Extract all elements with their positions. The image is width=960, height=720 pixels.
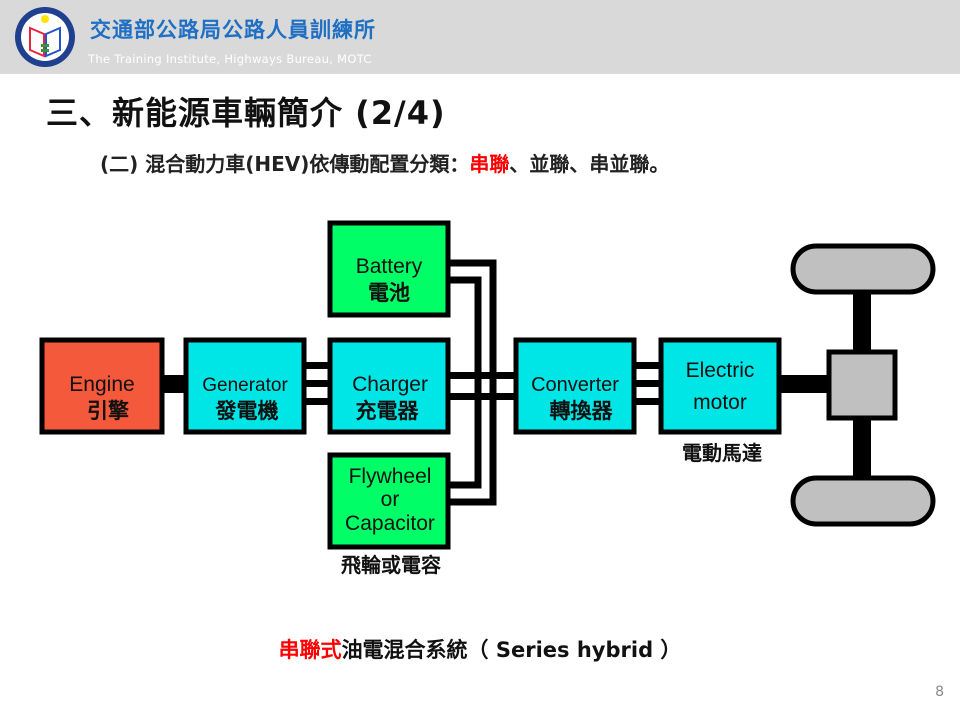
converter-motor-wires <box>633 362 661 405</box>
generator-label-cn: 發電機 <box>215 399 279 423</box>
connectors <box>162 259 871 506</box>
battery-wires <box>448 259 497 506</box>
page-number: 8 <box>935 684 944 700</box>
converter-label-en: Converter <box>531 374 619 396</box>
motor-label-en1: Electric <box>686 359 755 382</box>
charger-label-en: Charger <box>352 373 428 396</box>
motor-axle-shaft <box>780 375 832 393</box>
generator-label-en: Generator <box>202 375 288 396</box>
slide-subtitle: (二) 混合動力車(HEV)依傳動配置分類：串聯、並聯、串並聯。 <box>100 148 669 177</box>
differential-box <box>826 349 898 421</box>
caption-text: 油電混合系統（ Series hybrid ） <box>341 638 682 662</box>
front-wheel <box>790 243 936 295</box>
subtitle-prefix: (二) 混合動力車(HEV)依傳動配置分類： <box>100 152 470 176</box>
generator-node: Generator 發電機 <box>183 337 307 435</box>
institute-emblem-icon <box>15 7 75 67</box>
motor-caption-cn: 電動馬達 <box>682 441 762 465</box>
subtitle-suffix: 、並聯、串並聯。 <box>509 152 670 176</box>
engine-generator-shaft <box>162 375 188 393</box>
wheel-assembly <box>790 243 936 527</box>
subtitle-highlight: 串聯 <box>469 152 510 176</box>
rear-wheel <box>790 475 936 527</box>
engine-node: Engine 引擎 <box>39 337 165 435</box>
charger-label-cn: 充電器 <box>356 399 420 423</box>
battery-label-en: Battery <box>356 255 423 278</box>
converter-label-cn: 轉換器 <box>550 399 614 423</box>
org-subtitle: The Training Institute, Highways Bureau,… <box>88 52 372 66</box>
flywheel-caption-cn: 飛輪或電容 <box>341 553 441 577</box>
motor-node: Electric motor <box>658 337 782 435</box>
motor-label-en2: motor <box>693 391 747 414</box>
flywheel-label-en3: Capacitor <box>345 512 435 535</box>
caption-highlight: 串聯式 <box>278 638 342 662</box>
engine-label-en: Engine <box>69 373 134 396</box>
generator-charger-wires <box>303 362 331 405</box>
battery-node: Battery 電池 <box>327 220 451 318</box>
battery-label-cn: 電池 <box>368 281 410 305</box>
charger-node: Charger 充電器 <box>327 337 451 435</box>
flywheel-label-en1: Flywheel <box>349 465 432 488</box>
charger-converter-wires <box>448 372 516 400</box>
converter-node: Converter 轉換器 <box>513 337 637 435</box>
flywheel-node: Flywheel or Capacitor <box>327 452 451 550</box>
flywheel-label-en2: or <box>381 488 400 511</box>
header-bar: 交通部公路局公路人員訓練所 The Training Institute, Hi… <box>0 0 960 74</box>
diagram-caption: 串聯式油電混合系統（ Series hybrid ） <box>0 634 960 664</box>
engine-label-cn: 引擎 <box>87 399 129 423</box>
org-name: 交通部公路局公路人員訓練所 <box>90 18 376 42</box>
slide-title: 三、新能源車輛簡介 (2/4) <box>46 94 446 132</box>
